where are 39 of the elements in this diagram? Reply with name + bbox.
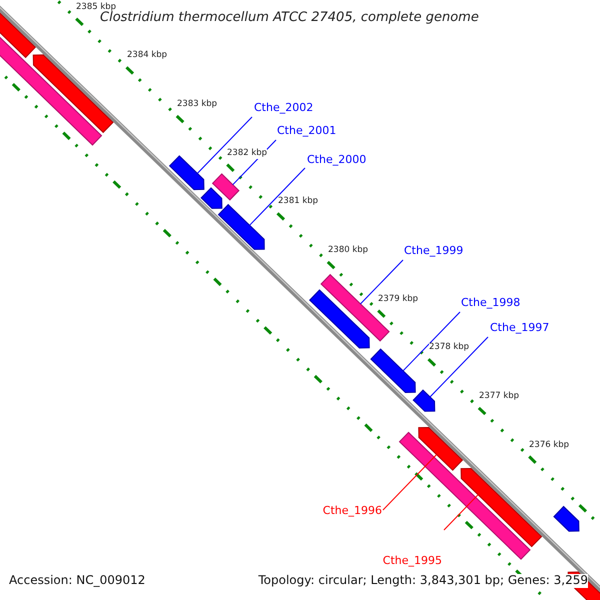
gene-label: Cthe_1995: [382, 555, 442, 568]
gene-block: [418, 427, 464, 471]
genome-summary: Topology: circular; Length: 3,843,301 bp; Genes: 3,259: [258, 574, 588, 588]
scale-label: 2378 kbp: [429, 343, 470, 353]
gene-block: [370, 348, 416, 393]
leader-line: [430, 336, 488, 398]
gene-label: Cthe_1996: [322, 505, 382, 518]
scale-label: 2381 kbp: [278, 197, 318, 207]
gene-block: [212, 173, 240, 201]
scale-label: 2376 kbp: [529, 441, 570, 451]
gene-label: Cthe_2001: [277, 125, 336, 138]
scale-label: 2382 kbp: [227, 149, 268, 159]
leader-line: [382, 454, 437, 510]
leader-line: [196, 116, 252, 174]
gene-block: [309, 289, 370, 348]
gene-block: [32, 54, 114, 134]
gene-block: [553, 506, 580, 532]
scale-label: 2379 kbp: [378, 295, 418, 305]
leader-line: [249, 168, 306, 226]
scale-label: 2385 kbp: [76, 3, 116, 12]
gene-label: Cthe_1998: [461, 297, 520, 310]
leader-line: [402, 312, 460, 372]
gene-label: Cthe_1997: [490, 322, 550, 335]
leader-line: [444, 494, 479, 530]
gene-label: Cthe_1999: [404, 245, 464, 258]
gene-label: Cthe_2002: [254, 102, 314, 115]
leader-line: [360, 260, 404, 304]
gene-label: Cthe_2000: [307, 154, 366, 167]
scale-label: 2384 kbp: [127, 51, 168, 61]
accession-note: Accession: NC_009012: [9, 574, 146, 588]
diagram-title: Clostridium thermocellum ATCC 27405, complete genome: [100, 11, 479, 26]
scale-label: 2380 kbp: [328, 246, 368, 256]
gene-block: [412, 389, 436, 412]
gene-block: [200, 187, 222, 209]
scale-label: 2377 kbp: [479, 392, 520, 402]
gene-block: [218, 204, 265, 250]
gene-block: [168, 155, 204, 190]
gene-block: [460, 468, 542, 548]
scale-label: 2383 kbp: [177, 100, 218, 110]
